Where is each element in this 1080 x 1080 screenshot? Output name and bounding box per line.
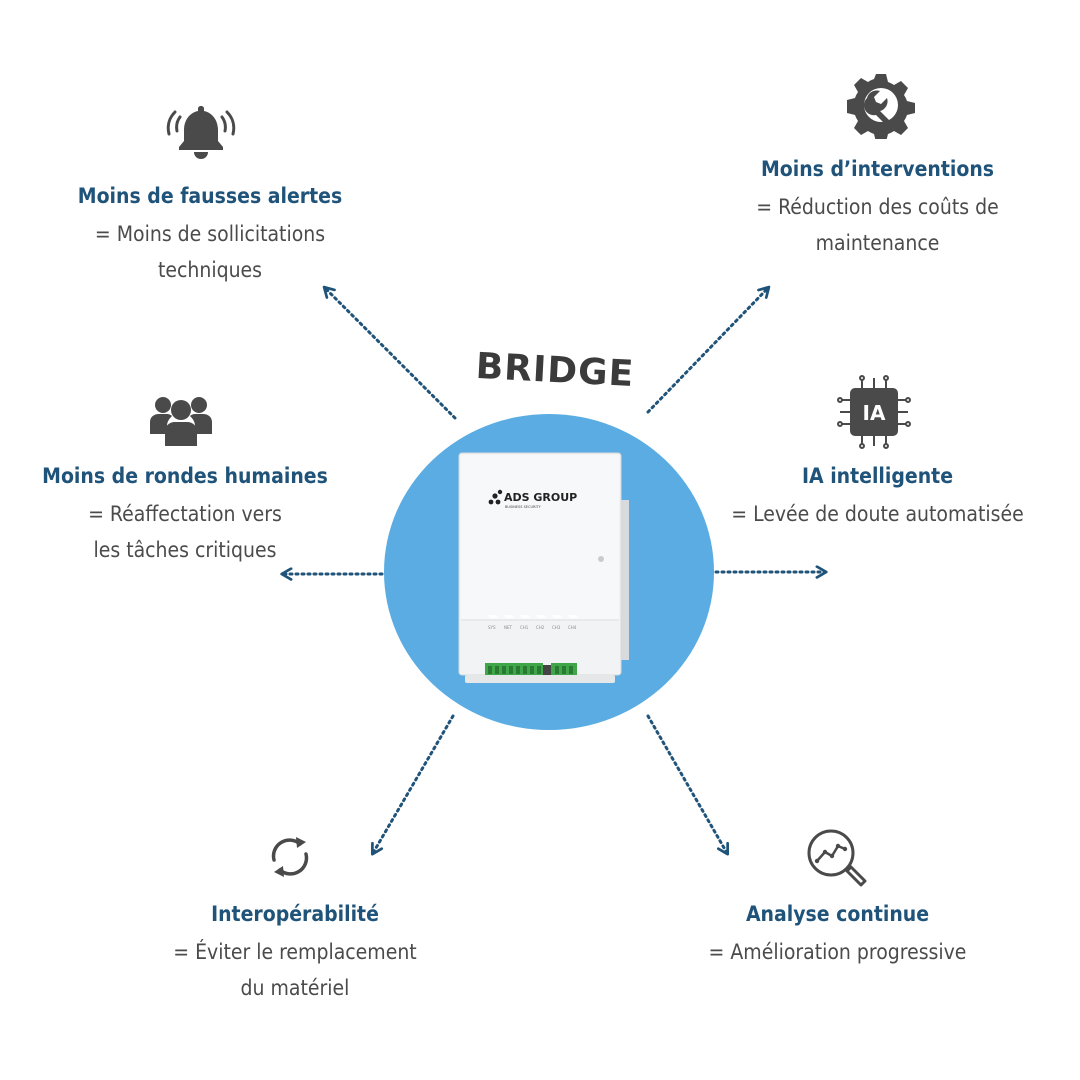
device-side [619,500,629,660]
analytics-magnifier-icon [807,829,867,887]
benefit-fausses-alertes: Moins de fausses alertes = Moins de soll… [40,182,380,288]
device-screw [598,556,604,562]
benefit-interventions: Moins d’interventions = Réduction des co… [690,155,1065,261]
benefit-title: IA intelligente [801,464,954,488]
status-leds [489,615,577,618]
benefit-description: = Moins de sollicitations techniques [94,222,326,282]
device-front-panel [461,455,619,620]
bridge-device-image: ADS GROUP BUSINESS SECURITY SYS NET CH1 … [458,452,629,683]
benefit-description: = Réduction des coûts de maintenance [756,195,999,255]
port-label: NET [504,625,513,630]
terminal-blocks [485,663,577,677]
ai-chip-label: IA [863,401,886,425]
benefit-title: Interopérabilité [211,902,379,926]
sync-icon [271,837,309,877]
benefit-interop: Interopérabilité = Éviter le remplacemen… [130,900,460,1006]
benefit-ia: IA intelligente = Levée de doute automat… [690,462,1065,532]
benefit-title: Analyse continue [745,902,930,926]
brand-text: ADS GROUP [504,491,577,504]
gear-wrench-icon [847,74,915,139]
port-label: CH4 [568,625,577,630]
arrow-bottom-right [646,714,730,856]
benefit-rondes: Moins de rondes humaines = Réaffectation… [10,462,360,568]
ai-chip-icon: IA [837,375,911,449]
benefit-title: Moins de fausses alertes [77,184,343,208]
port-label: CH3 [552,625,561,630]
benefit-analyse: Analyse continue = Amélioration progress… [660,900,1015,970]
bell-icon [166,106,236,159]
benefit-description: = Amélioration progressive [708,940,967,964]
benefit-description: = Réaffectation vers les tâches critique… [88,502,282,562]
port-label: SYS [488,625,496,630]
arrow-top-right [646,285,771,414]
arrow-top-left [322,285,457,420]
people-icon [150,397,212,446]
benefit-description: = Éviter le remplacement du matériel [173,940,417,1000]
arrow-bottom-left [370,714,455,856]
ads-group-logo-icon: ADS GROUP BUSINESS SECURITY [488,489,577,509]
benefit-title: Moins de rondes humaines [42,464,328,488]
brand-sub: BUSINESS SECURITY [505,505,542,509]
benefit-title: Moins d’interventions [760,157,995,181]
benefit-description: = Levée de doute automatisée [731,502,1024,526]
port-label: CH2 [536,625,545,630]
port-label: CH1 [520,625,529,630]
